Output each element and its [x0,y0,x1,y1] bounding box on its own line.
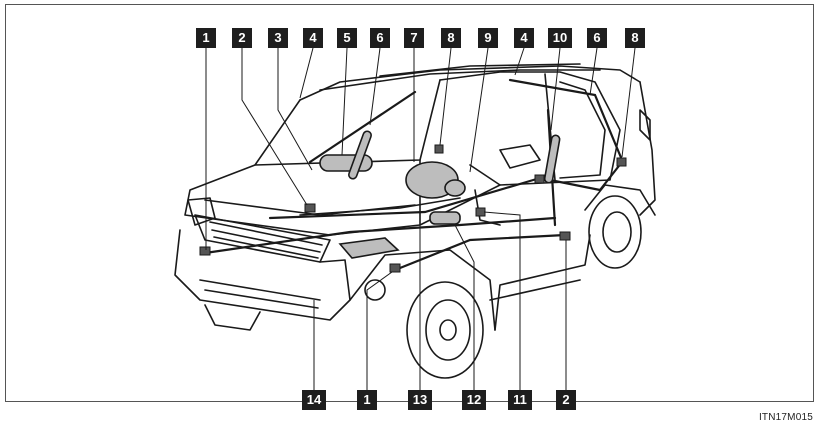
rear-door-window [560,82,605,178]
rear-wheel [589,196,641,268]
callout-8-top-right: 8 [625,28,645,48]
callout-12-bottom: 12 [462,390,486,410]
front-sensor-right [305,204,315,212]
callout-6-top-right: 6 [587,28,607,48]
callout-3-top: 3 [268,28,288,48]
side-body [495,235,590,330]
callout-9-top: 9 [478,28,498,48]
front-sensor-left [200,247,210,255]
callout-13-bottom: 13 [408,390,432,410]
fog-light [365,280,385,300]
callout-7-top: 7 [404,28,424,48]
callout-10-top: 10 [548,28,572,48]
callout-4-top-left: 4 [303,28,323,48]
rear-light [640,110,650,140]
knee-airbag [430,212,460,224]
headlight [188,198,215,225]
rear-curtain [544,135,560,184]
callout-14-bottom: 14 [302,390,326,410]
callout-2-top: 2 [232,28,252,48]
pretensioner-rear [617,158,626,166]
side-mirror [500,145,540,168]
pretensioner-front [435,145,443,153]
side-sensor-rear [560,232,570,240]
buckle-sensor [476,208,485,216]
callout-4-top-right: 4 [514,28,534,48]
callout-2-bottom: 2 [556,390,576,410]
front-wheel-arch [350,250,495,330]
callout-5-top: 5 [337,28,357,48]
side-window-frame [440,72,620,185]
front-bumper [175,230,350,320]
side-sensor-front [390,264,400,272]
callout-8-top-left: 8 [441,28,461,48]
callout-1-bottom: 1 [357,390,377,410]
figure-code: ITN17M015 [759,412,813,423]
callout-6-top-left: 6 [370,28,390,48]
callout-1-top: 1 [196,28,216,48]
seat-sensor [535,175,544,183]
front-wheel [407,282,483,378]
callout-11-bottom: 11 [508,390,532,410]
wire-curtain-right [510,80,622,160]
